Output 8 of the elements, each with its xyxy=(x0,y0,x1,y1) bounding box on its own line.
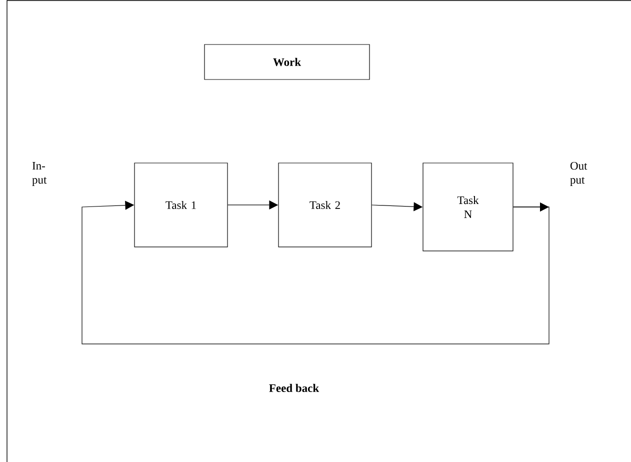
title-box: Work xyxy=(204,44,370,80)
process-box: Task 1 xyxy=(134,162,228,248)
arrow xyxy=(82,200,550,344)
process-box: Task N xyxy=(422,162,514,252)
caption-text: Feed back xyxy=(269,384,320,392)
port-label: Out put xyxy=(570,162,588,186)
process-box: Task 2 xyxy=(278,162,372,248)
port-label: In- put xyxy=(32,162,47,186)
